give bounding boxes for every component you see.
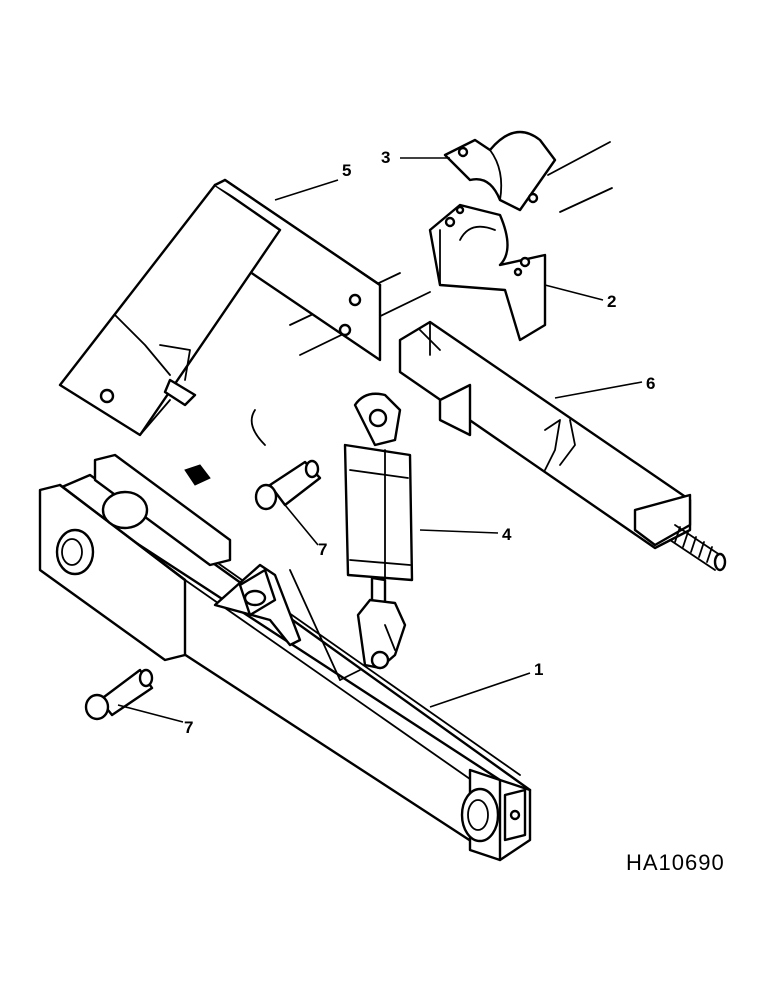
leader-6: [554, 381, 643, 399]
callout-7-upper: 7: [318, 540, 327, 559]
callout-2: 2: [607, 292, 616, 311]
drawing-reference-code: HA10690: [626, 850, 725, 875]
callout-1: 1: [534, 660, 543, 679]
top-clamp: [443, 130, 557, 212]
callout-5: 5: [342, 161, 351, 180]
callout-3: 3: [381, 148, 390, 167]
cylinder-anchor-bracket: [213, 563, 361, 681]
clevis-pin-upper: [254, 459, 322, 511]
hydraulic-cylinder: [343, 392, 414, 670]
leader-5: [274, 179, 339, 201]
callout-7-lower: 7: [184, 718, 193, 737]
leader-4: [419, 529, 499, 534]
leader-7-upper: [284, 504, 319, 546]
leader-lines: [117, 157, 643, 723]
leader-2: [544, 284, 604, 301]
callout-6: 6: [646, 374, 655, 393]
lower-clamp-bracket: [428, 203, 547, 342]
adjuster-tube: [398, 320, 727, 572]
main-beam: [53, 473, 532, 862]
leader-1: [429, 672, 531, 708]
callout-4: 4: [502, 525, 512, 544]
upper-bracket: [58, 178, 382, 486]
leader-7-lower: [117, 704, 184, 723]
beam-mounting-plate: [38, 453, 232, 662]
clevis-pin-lower: [84, 668, 154, 721]
